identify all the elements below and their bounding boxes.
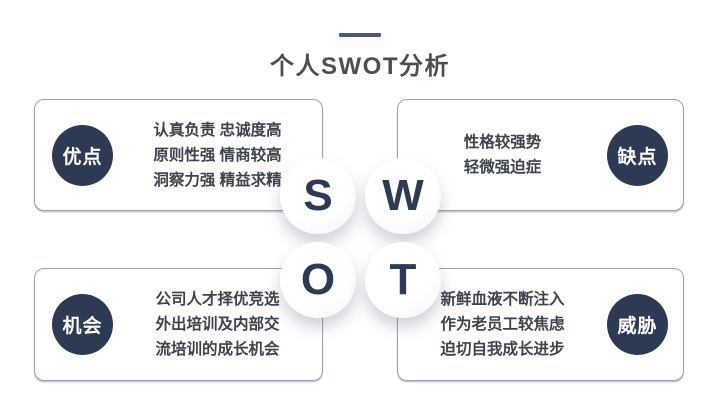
card-opportunities: 机会 公司人才择优竞选 外出培训及内部交 流培训的成长机会 xyxy=(34,268,323,381)
text-line: 外出培训及内部交 xyxy=(155,316,280,333)
letter-w: W xyxy=(382,171,424,220)
text-line: 新鲜血液不断注入 xyxy=(440,291,565,308)
opportunities-badge: 机会 xyxy=(52,294,113,355)
weaknesses-badge: 缺点 xyxy=(607,124,668,186)
letter-circle-t: T xyxy=(365,242,441,318)
text-line: 公司人才择优竞选 xyxy=(155,291,280,308)
text-line: 迫切自我成长进步 xyxy=(440,341,565,358)
card-weaknesses: 性格较强势 轻微强迫症 缺点 xyxy=(397,99,684,211)
letter-t: T xyxy=(389,255,417,304)
letter-o: O xyxy=(300,255,336,304)
text-line: 原则性强 情商较高 xyxy=(153,146,282,164)
threats-text: 新鲜血液不断注入 作为老员工较焦虑 迫切自我成长进步 xyxy=(398,287,607,362)
card-strengths: 优点 认真负责 忠诚度高 原则性强 情商较高 洞察力强 精益求精 xyxy=(34,99,323,211)
card-threats: 新鲜血液不断注入 作为老员工较焦虑 迫切自我成长进步 威胁 xyxy=(397,268,684,381)
letter-s: S xyxy=(303,171,333,220)
text-line: 洞察力强 精益求精 xyxy=(153,171,282,189)
weaknesses-text: 性格较强势 轻微强迫症 xyxy=(398,130,607,180)
letter-circle-o: O xyxy=(280,242,356,318)
strengths-badge: 优点 xyxy=(52,124,113,186)
text-line: 性格较强势 xyxy=(463,134,542,151)
letter-circle-s: S xyxy=(280,158,356,234)
threats-badge: 威胁 xyxy=(607,294,668,355)
letter-circle-w: W xyxy=(365,158,441,234)
text-line: 轻微强迫症 xyxy=(463,159,542,176)
page-title: 个人SWOT分析 xyxy=(270,53,450,80)
text-line: 认真负责 忠诚度高 xyxy=(153,121,282,139)
text-line: 流培训的成长机会 xyxy=(155,341,280,358)
text-line: 作为老员工较焦虑 xyxy=(440,316,565,333)
title-accent-line xyxy=(339,33,381,37)
opportunities-text: 公司人才择优竞选 外出培训及内部交 流培训的成长机会 xyxy=(113,287,322,362)
strengths-text: 认真负责 忠诚度高 原则性强 情商较高 洞察力强 精益求精 xyxy=(113,118,322,193)
